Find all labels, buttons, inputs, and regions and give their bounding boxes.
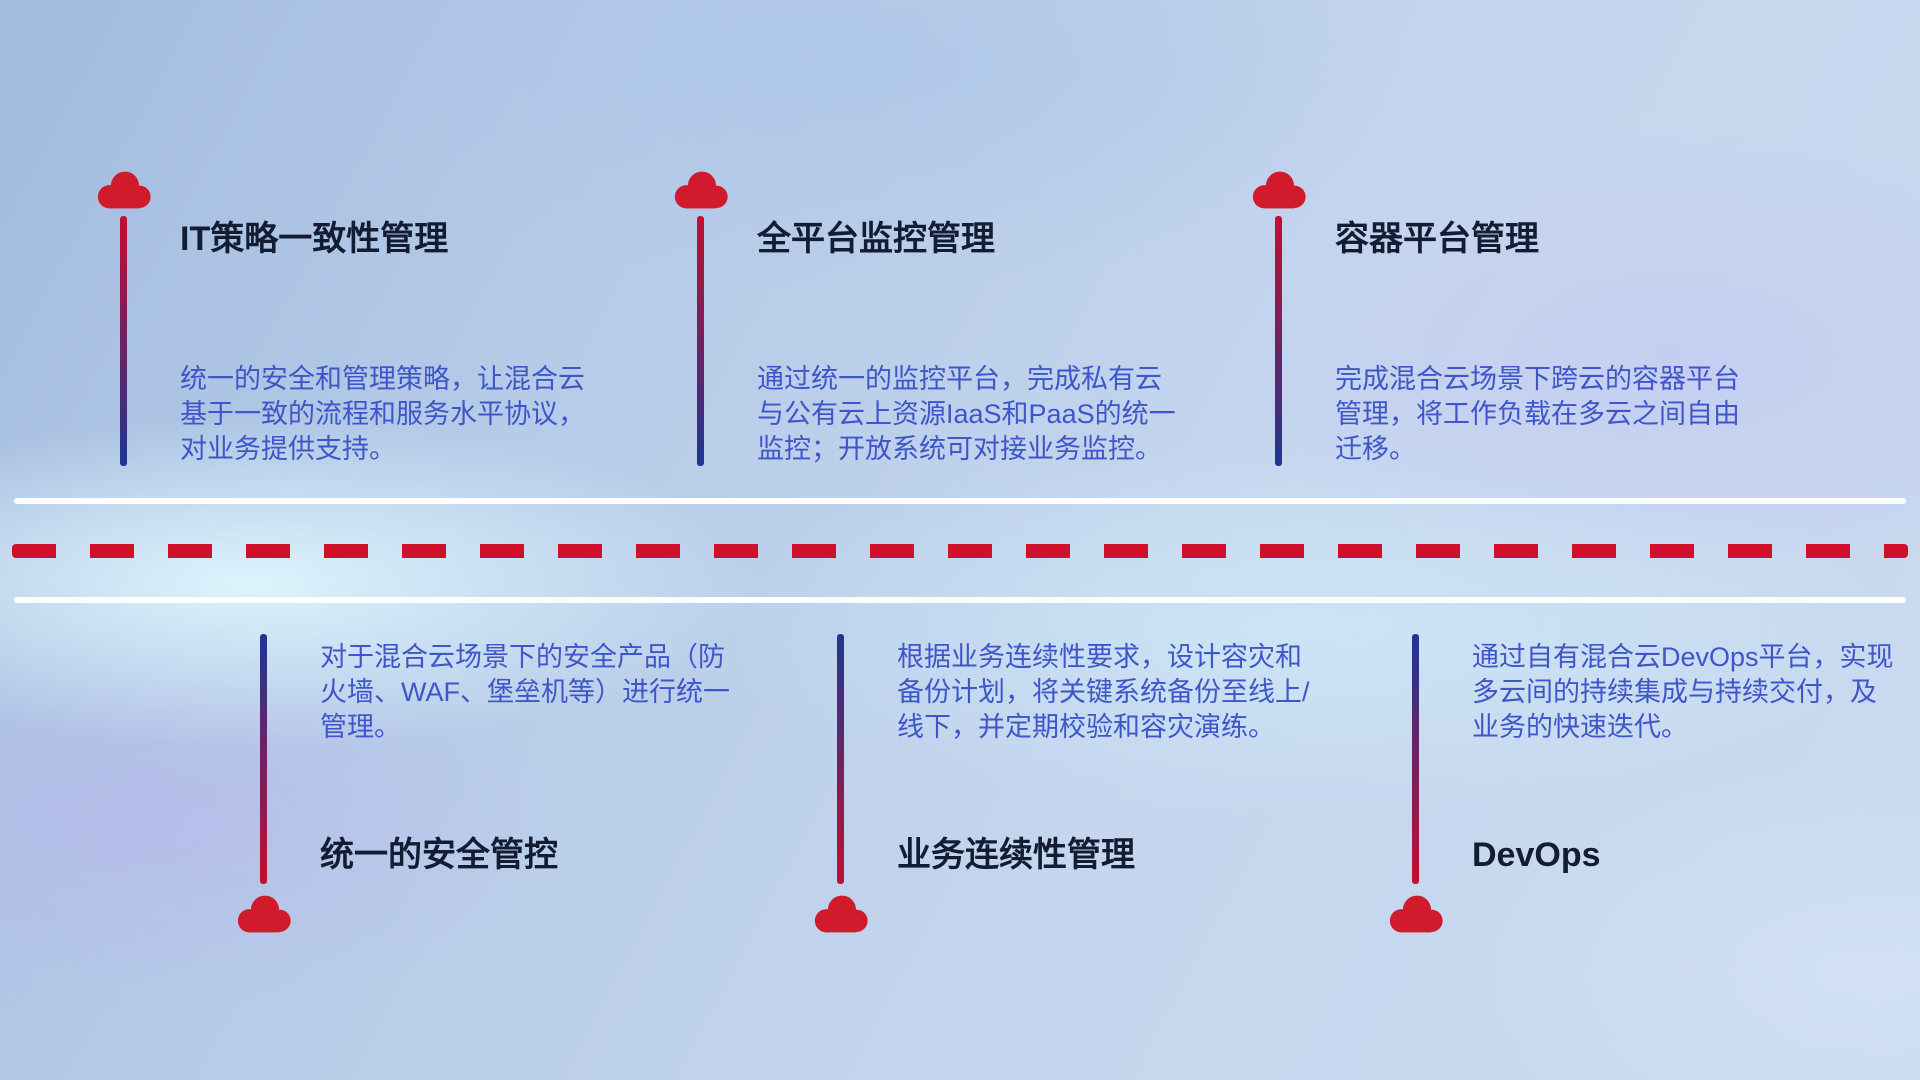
- connector-line: [1412, 634, 1419, 884]
- feature-description: 通过统一的监控平台，完成私有云与公有云上资源IaaS和PaaS的统一监控；开放系…: [757, 364, 1176, 464]
- feature-description: 完成混合云场景下跨云的容器平台管理，将工作负载在多云之间自由迁移。: [1335, 364, 1740, 464]
- feature-title: 业务连续性管理: [897, 836, 1135, 874]
- connector-line: [1275, 216, 1282, 466]
- cloud-icon: [810, 892, 872, 936]
- feature-it-policy-management: IT策略一致性管理 统一的安全和管理策略，让混合云基于一致的流程和服务水平协议，…: [97, 168, 620, 478]
- road-center-dashed-line: [12, 544, 1908, 558]
- connector-line: [120, 216, 127, 466]
- feature-description: 通过自有混合云DevOps平台，实现多云间的持续集成与持续交付，及业务的快速迭代…: [1472, 642, 1894, 742]
- road-bottom-line: [14, 597, 1906, 603]
- feature-description: 统一的安全和管理策略，让混合云基于一致的流程和服务水平协议，对业务提供支持。: [180, 364, 585, 464]
- connector-line: [260, 634, 267, 884]
- feature-title: 统一的安全管控: [320, 836, 558, 874]
- feature-title: 全平台监控管理: [757, 220, 995, 258]
- cloud-icon: [670, 168, 732, 212]
- feature-title: 容器平台管理: [1335, 220, 1539, 258]
- road-top-line: [14, 498, 1906, 504]
- feature-title: DevOps: [1472, 836, 1601, 874]
- cloud-icon: [233, 892, 295, 936]
- cloud-icon: [1385, 892, 1447, 936]
- feature-description: 根据业务连续性要求，设计容灾和备份计划，将关键系统备份至线上/线下，并定期校验和…: [897, 642, 1310, 742]
- feature-container-platform: 容器平台管理 完成混合云场景下跨云的容器平台管理，将工作负载在多云之间自由迁移。: [1252, 168, 1775, 478]
- cloud-icon: [1248, 168, 1310, 212]
- connector-line: [697, 216, 704, 466]
- connector-line: [837, 634, 844, 884]
- feature-description: 对于混合云场景下的安全产品（防火墙、WAF、堡垒机等）进行统一管理。: [320, 642, 730, 742]
- feature-devops: 通过自有混合云DevOps平台，实现多云间的持续集成与持续交付，及业务的快速迭代…: [1389, 630, 1912, 950]
- cloud-icon: [93, 168, 155, 212]
- feature-security-management: 对于混合云场景下的安全产品（防火墙、WAF、堡垒机等）进行统一管理。 统一的安全…: [237, 630, 760, 950]
- feature-business-continuity: 根据业务连续性要求，设计容灾和备份计划，将关键系统备份至线上/线下，并定期校验和…: [814, 630, 1337, 950]
- feature-title: IT策略一致性管理: [180, 220, 449, 258]
- feature-platform-monitoring: 全平台监控管理 通过统一的监控平台，完成私有云与公有云上资源IaaS和PaaS的…: [674, 168, 1197, 478]
